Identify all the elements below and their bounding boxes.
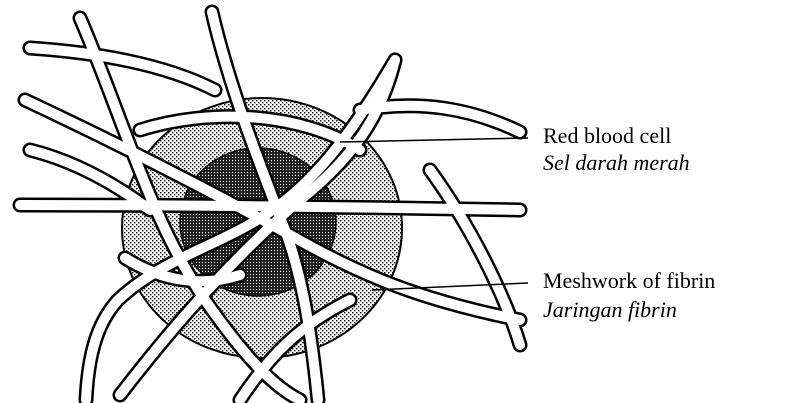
label-red-blood-cell: Red blood cell: [543, 123, 671, 149]
label-jaringan-fibrin: Jaringan fibrin: [543, 297, 677, 323]
label-sel-darah-merah: Sel darah merah: [543, 150, 690, 176]
label-meshwork-of-fibrin: Meshwork of fibrin: [543, 268, 715, 294]
